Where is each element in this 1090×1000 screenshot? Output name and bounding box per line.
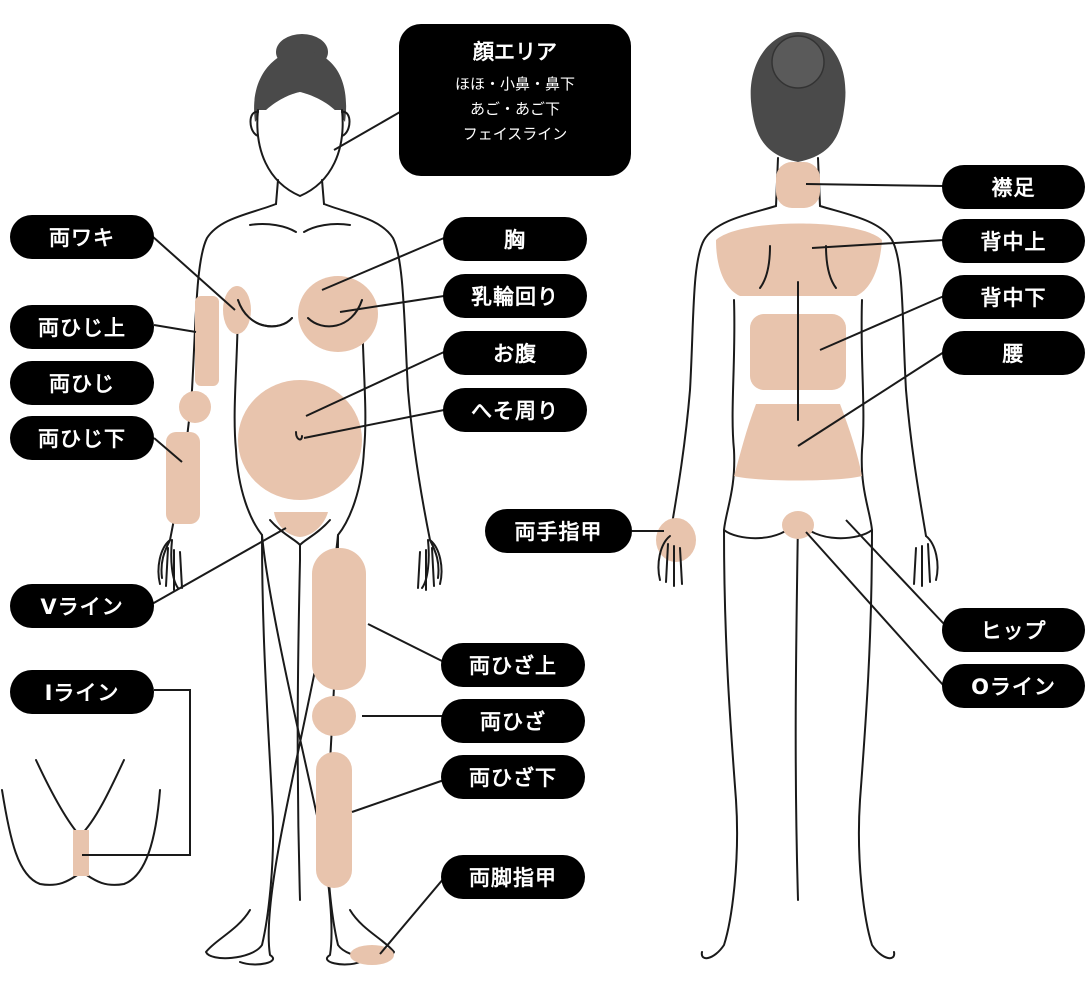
zone-upper-back xyxy=(716,223,882,296)
label-areola: 乳輪回り xyxy=(443,274,587,318)
front-ear-right xyxy=(341,110,351,137)
label-chest: 胸 xyxy=(443,217,587,261)
zone-lower-elbow xyxy=(166,432,200,524)
face-area-line-3: フェイスライン xyxy=(462,125,568,143)
leader-lines xyxy=(82,111,945,955)
label-lower-elbow: 両ひじ下 xyxy=(10,416,154,460)
label-o-line: Oライン xyxy=(942,664,1085,708)
label-i-line: Iライン xyxy=(10,670,154,714)
face-area-line-1: ほほ・小鼻・鼻下 xyxy=(454,75,575,93)
zone-v-line xyxy=(274,512,328,537)
zone-upper-elbow xyxy=(195,296,219,386)
leader-belly xyxy=(305,351,445,417)
back-legs xyxy=(700,519,896,960)
label-elbow: 両ひじ xyxy=(10,361,154,405)
zone-upper-knee xyxy=(312,548,366,690)
leader-v-line xyxy=(151,527,287,605)
front-navel-overlay xyxy=(295,431,303,441)
front-face xyxy=(256,109,344,197)
back-shoulder-overlay xyxy=(759,245,837,289)
label-upper-elbow: 両ひじ上 xyxy=(10,305,154,349)
zone-elbow xyxy=(179,391,211,423)
zone-waist xyxy=(734,404,862,481)
label-hip: ヒップ xyxy=(942,608,1085,652)
front-leg-left xyxy=(205,534,275,960)
front-hand-left xyxy=(157,539,183,591)
back-hair-bun xyxy=(771,35,825,89)
face-area-title: 顔エリア xyxy=(473,40,557,64)
leader-upper-knee xyxy=(367,623,445,663)
label-toes: 両脚指甲 xyxy=(441,855,585,899)
label-fingers: 両手指甲 xyxy=(485,509,632,553)
label-upper-back: 背中上 xyxy=(942,219,1085,263)
leader-upper-back xyxy=(811,239,945,249)
leader-waist xyxy=(797,351,945,447)
label-nape: 襟足 xyxy=(942,165,1085,209)
zone-underarm xyxy=(223,286,251,334)
zone-nape xyxy=(776,162,820,208)
leader-areola xyxy=(339,295,445,313)
front-leg-inner xyxy=(296,559,301,901)
leader-lower-back xyxy=(819,295,945,351)
leader-nape xyxy=(805,183,945,187)
label-lower-back: 背中下 xyxy=(942,275,1085,319)
zone-chest xyxy=(298,276,378,352)
front-ear-left xyxy=(249,110,259,137)
leader-i-line xyxy=(82,689,191,856)
front-collarbones xyxy=(249,222,351,233)
leader-face xyxy=(333,111,401,151)
label-navel: へそ周り xyxy=(443,388,587,432)
i-line-inset-inner xyxy=(35,759,125,838)
face-area-line-2: あご・あご下 xyxy=(469,100,560,118)
back-hand-left xyxy=(657,535,683,587)
leader-lower-knee xyxy=(351,779,445,813)
front-hair xyxy=(254,50,347,122)
back-zones xyxy=(656,162,882,562)
label-belly: お腹 xyxy=(443,331,587,375)
leader-chest xyxy=(321,237,445,291)
label-waist: 腰 xyxy=(942,331,1085,375)
zone-fingers xyxy=(656,518,696,562)
leader-underarm xyxy=(151,235,236,311)
zone-lower-knee xyxy=(316,752,352,888)
zone-i-line xyxy=(73,830,89,876)
leader-hip xyxy=(845,519,945,625)
label-underarm: 両ワキ xyxy=(10,215,154,259)
back-hand-right xyxy=(913,535,939,587)
front-neck xyxy=(275,179,325,205)
zone-knee xyxy=(312,696,356,736)
label-v-line: Vライン xyxy=(10,584,154,628)
front-zones xyxy=(166,276,394,965)
leader-upper-elbow xyxy=(153,324,197,333)
label-upper-knee: 両ひざ上 xyxy=(441,643,585,687)
leader-navel xyxy=(303,409,445,439)
leader-o-line xyxy=(805,531,945,687)
zone-toes xyxy=(350,945,394,965)
front-hand-right xyxy=(417,539,443,591)
leader-toes xyxy=(379,877,445,955)
label-face-area: 顔エリア ほほ・小鼻・鼻下 あご・あご下 フェイスライン xyxy=(399,24,631,176)
leader-lower-elbow xyxy=(153,437,183,463)
back-body-outline xyxy=(669,205,927,540)
label-lower-knee: 両ひざ下 xyxy=(441,755,585,799)
label-knee: 両ひざ xyxy=(441,699,585,743)
